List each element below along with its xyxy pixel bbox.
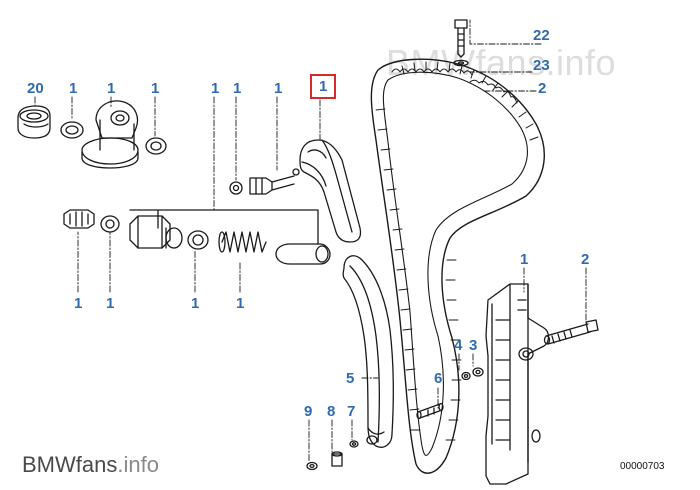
- washers-3-4: [461, 367, 484, 381]
- upper-chain-guide: [299, 139, 362, 243]
- bolt-22: [454, 19, 468, 58]
- callout-1[interactable]: 1: [236, 295, 245, 312]
- callout-3[interactable]: 3: [469, 337, 478, 354]
- callout-2[interactable]: 2: [538, 80, 547, 97]
- callout-1-highlighted[interactable]: 1: [309, 74, 337, 99]
- watermark-text: BMWfans.info: [386, 42, 617, 83]
- washer-23: [453, 59, 469, 67]
- guide-bolt-upper: [229, 168, 300, 195]
- callout-1[interactable]: 1: [151, 80, 160, 97]
- callout-1[interactable]: 1: [233, 80, 242, 97]
- bolt-2: [543, 319, 599, 345]
- callout-7[interactable]: 7: [347, 403, 356, 420]
- tensioner-assembly: [63, 209, 331, 265]
- timing-chain: [370, 58, 545, 474]
- callout-1[interactable]: 1: [69, 80, 78, 97]
- banjo-fitting: [81, 100, 139, 169]
- callout-1[interactable]: 1: [520, 251, 529, 268]
- washer-left-a: [60, 121, 84, 139]
- callout-1[interactable]: 1: [107, 80, 116, 97]
- plug-20: [17, 105, 51, 139]
- callout-6[interactable]: 6: [434, 370, 443, 387]
- stud-6: [416, 402, 444, 420]
- brand-name: BMWfans: [22, 452, 118, 477]
- callout-4[interactable]: 4: [454, 337, 463, 354]
- washer-left-b: [145, 137, 167, 155]
- tensioner-rail-5: [342, 255, 394, 448]
- callout-8[interactable]: 8: [327, 403, 336, 420]
- leader-lines: [34, 19, 587, 463]
- small-parts-9-8-7: [306, 440, 359, 471]
- callout-1[interactable]: 1: [274, 80, 283, 97]
- callout-1[interactable]: 1: [74, 295, 83, 312]
- callout-1[interactable]: 1: [191, 295, 200, 312]
- brand-logo: BMWfans.info: [22, 452, 159, 478]
- callout-2[interactable]: 2: [581, 251, 590, 268]
- callout-1[interactable]: 1: [106, 295, 115, 312]
- callout-20[interactable]: 20: [27, 80, 44, 97]
- callout-22[interactable]: 22: [533, 27, 550, 44]
- fixed-guide-rail: [485, 283, 550, 485]
- callout-5[interactable]: 5: [346, 370, 355, 387]
- callout-23[interactable]: 23: [533, 57, 550, 74]
- drawing-number: 00000703: [620, 461, 665, 472]
- callout-1[interactable]: 1: [211, 80, 220, 97]
- brand-domain: .info: [117, 452, 159, 477]
- callout-9[interactable]: 9: [304, 403, 313, 420]
